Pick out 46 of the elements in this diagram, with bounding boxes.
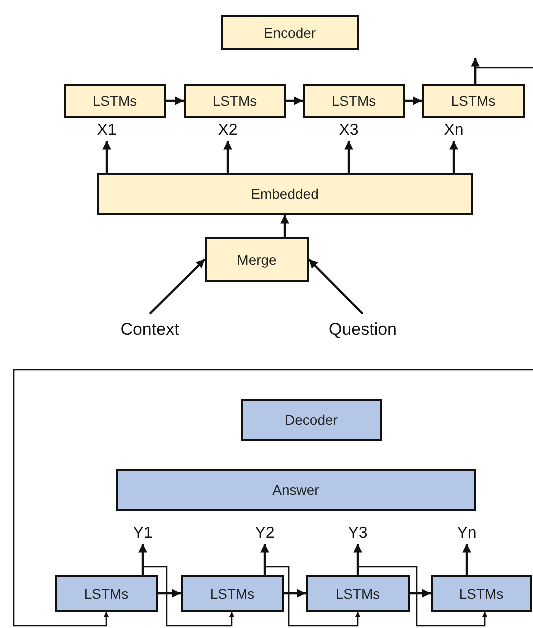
arrow xyxy=(102,141,112,173)
encoder-box: LSTMs xyxy=(303,84,405,118)
sequence-label: X1 xyxy=(92,121,122,141)
arrow xyxy=(450,141,458,173)
decoder-box: LSTMs xyxy=(55,575,158,612)
arrow xyxy=(462,544,472,575)
arrow xyxy=(149,258,206,315)
connector-line xyxy=(264,566,361,627)
arrow xyxy=(286,96,303,106)
arrow xyxy=(471,58,480,84)
encoder-box: Embedded xyxy=(97,173,473,215)
connector-line xyxy=(357,566,488,627)
encoder-box: LSTMs xyxy=(422,84,525,118)
connector-line xyxy=(474,67,533,84)
encoder-box: LSTMs xyxy=(64,84,166,118)
decoder-box: LSTMs xyxy=(306,575,410,612)
decoder-box: LSTMs xyxy=(181,575,284,612)
encoder-box: Merge xyxy=(205,237,309,282)
arrow xyxy=(158,589,181,598)
arrow xyxy=(260,544,270,575)
arrow xyxy=(138,544,148,575)
arrow xyxy=(224,141,232,173)
connector-line xyxy=(13,369,533,627)
input-label: Question xyxy=(316,319,410,341)
sequence-label: Y3 xyxy=(343,524,373,544)
arrow xyxy=(166,96,184,106)
arrow xyxy=(308,258,364,315)
decoder-box: Answer xyxy=(116,469,476,511)
connector-line xyxy=(142,566,235,627)
arrow xyxy=(354,544,362,575)
sequence-label: Xn xyxy=(439,121,469,141)
encoder-box: LSTMs xyxy=(184,84,286,118)
encoder-box: Encoder xyxy=(221,15,359,50)
decoder-box: Decoder xyxy=(241,399,382,441)
arrow xyxy=(405,96,422,106)
decoder-box: LSTMs xyxy=(431,575,532,612)
arrow xyxy=(410,589,431,598)
arrow xyxy=(344,141,354,173)
sequence-label: X3 xyxy=(334,121,364,141)
sequence-label: Y1 xyxy=(128,524,158,544)
arrow xyxy=(284,589,306,598)
sequence-label: Yn xyxy=(452,524,482,544)
input-label: Context xyxy=(105,319,195,341)
sequence-label: Y2 xyxy=(250,524,280,544)
arrow xyxy=(280,215,290,237)
sequence-label: X2 xyxy=(213,121,243,141)
